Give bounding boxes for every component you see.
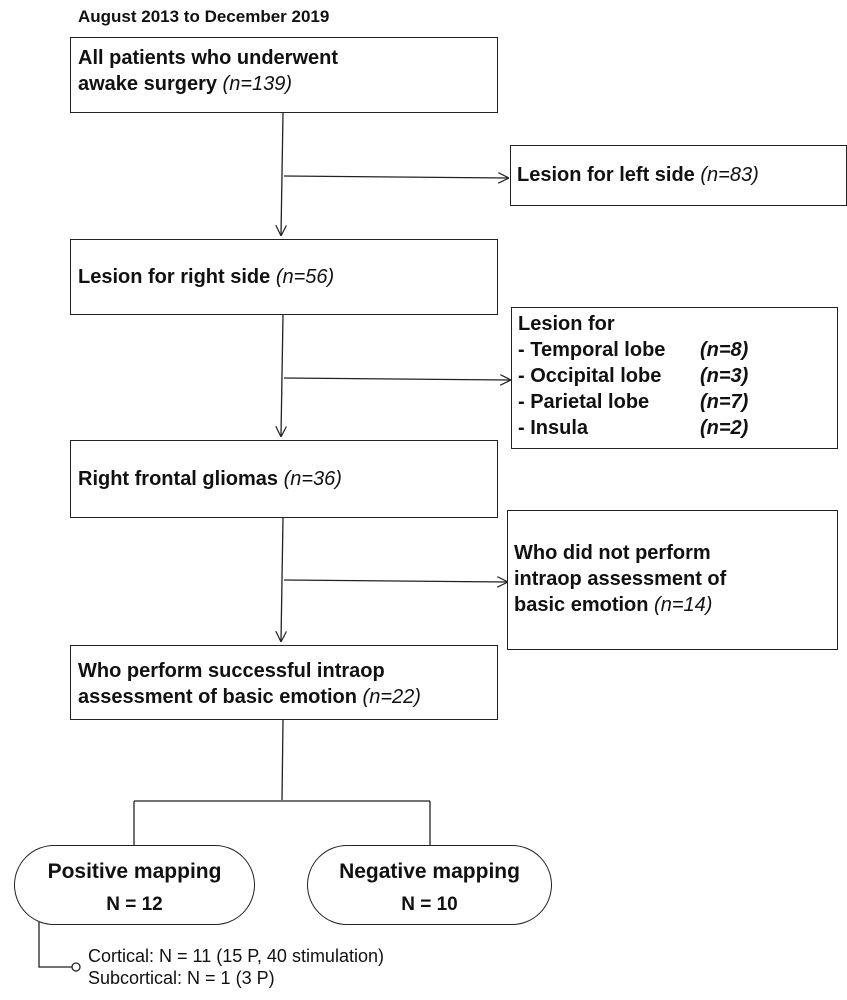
cortical-note: Cortical: N = 11 (15 P, 40 stimulation) — [88, 946, 384, 966]
connector-notes — [38, 922, 72, 968]
all-patients-count: (n=139) — [222, 73, 293, 95]
not-perform-count: (n=14) — [654, 594, 713, 616]
not-perform-line2: intraop assessment of — [514, 568, 727, 590]
connector-frontal-to-successful — [281, 517, 283, 641]
successful-line1: Who perform successful intraop — [78, 660, 385, 682]
lesion-for-title: Lesion for — [518, 313, 615, 335]
lesion-item-temporal: - Temporal lobe(n=8) — [518, 339, 749, 361]
all-patients-box: All patients who underwent awake surgery… — [70, 37, 498, 113]
mapping-notes: Cortical: N = 11 (15 P, 40 stimulation) … — [88, 945, 384, 989]
successful-box: Who perform successful intraop assessmen… — [70, 645, 498, 720]
successful-count: (n=22) — [362, 686, 421, 708]
negative-mapping-count: N = 10 — [401, 894, 458, 915]
connector-all-to-right — [281, 112, 283, 235]
not-perform-box: Who did not perform intraop assessment o… — [507, 510, 838, 650]
connector-to-not-perform — [283, 580, 507, 582]
lesion-item-insula: - Insula(n=2) — [518, 417, 749, 439]
positive-mapping-count: N = 12 — [106, 894, 163, 915]
notes-bullet-icon — [71, 962, 81, 972]
all-patients-line2: awake surgery — [78, 73, 217, 95]
left-side-box: Lesion for left side (n=83) — [510, 145, 847, 206]
connector-to-lesion-for — [283, 378, 510, 380]
not-perform-line3: basic emotion — [514, 594, 649, 616]
lesion-item-occipital: - Occipital lobe(n=3) — [518, 365, 749, 387]
all-patients-line1: All patients who underwent — [78, 47, 339, 69]
successful-line2: assessment of basic emotion — [78, 686, 357, 708]
connector-to-left-side — [283, 176, 508, 178]
left-side-label: Lesion for left side — [517, 164, 695, 186]
right-side-box: Lesion for right side (n=56) — [70, 239, 498, 315]
connector-right-to-frontal — [281, 314, 283, 436]
study-period: August 2013 to December 2019 — [78, 7, 330, 26]
positive-mapping-title: Positive mapping — [47, 860, 222, 883]
right-frontal-box: Right frontal gliomas (n=36) — [70, 440, 498, 518]
right-frontal-label: Right frontal gliomas — [78, 468, 278, 490]
negative-mapping-box: Negative mapping N = 10 — [307, 845, 552, 925]
negative-mapping-title: Negative mapping — [339, 860, 520, 883]
left-side-count: (n=83) — [700, 164, 759, 186]
lesion-for-box: Lesion for - Temporal lobe(n=8) - Occipi… — [511, 307, 838, 449]
not-perform-line1: Who did not perform — [514, 542, 711, 564]
subcortical-note: Subcortical: N = 1 (3 P) — [88, 968, 275, 988]
lesion-item-parietal: - Parietal lobe(n=7) — [518, 391, 749, 413]
positive-mapping-box: Positive mapping N = 12 — [14, 845, 255, 925]
connector-successful-down — [281, 719, 284, 801]
right-frontal-count: (n=36) — [283, 468, 342, 490]
right-side-label: Lesion for right side — [78, 266, 271, 288]
right-side-count: (n=56) — [275, 266, 335, 288]
